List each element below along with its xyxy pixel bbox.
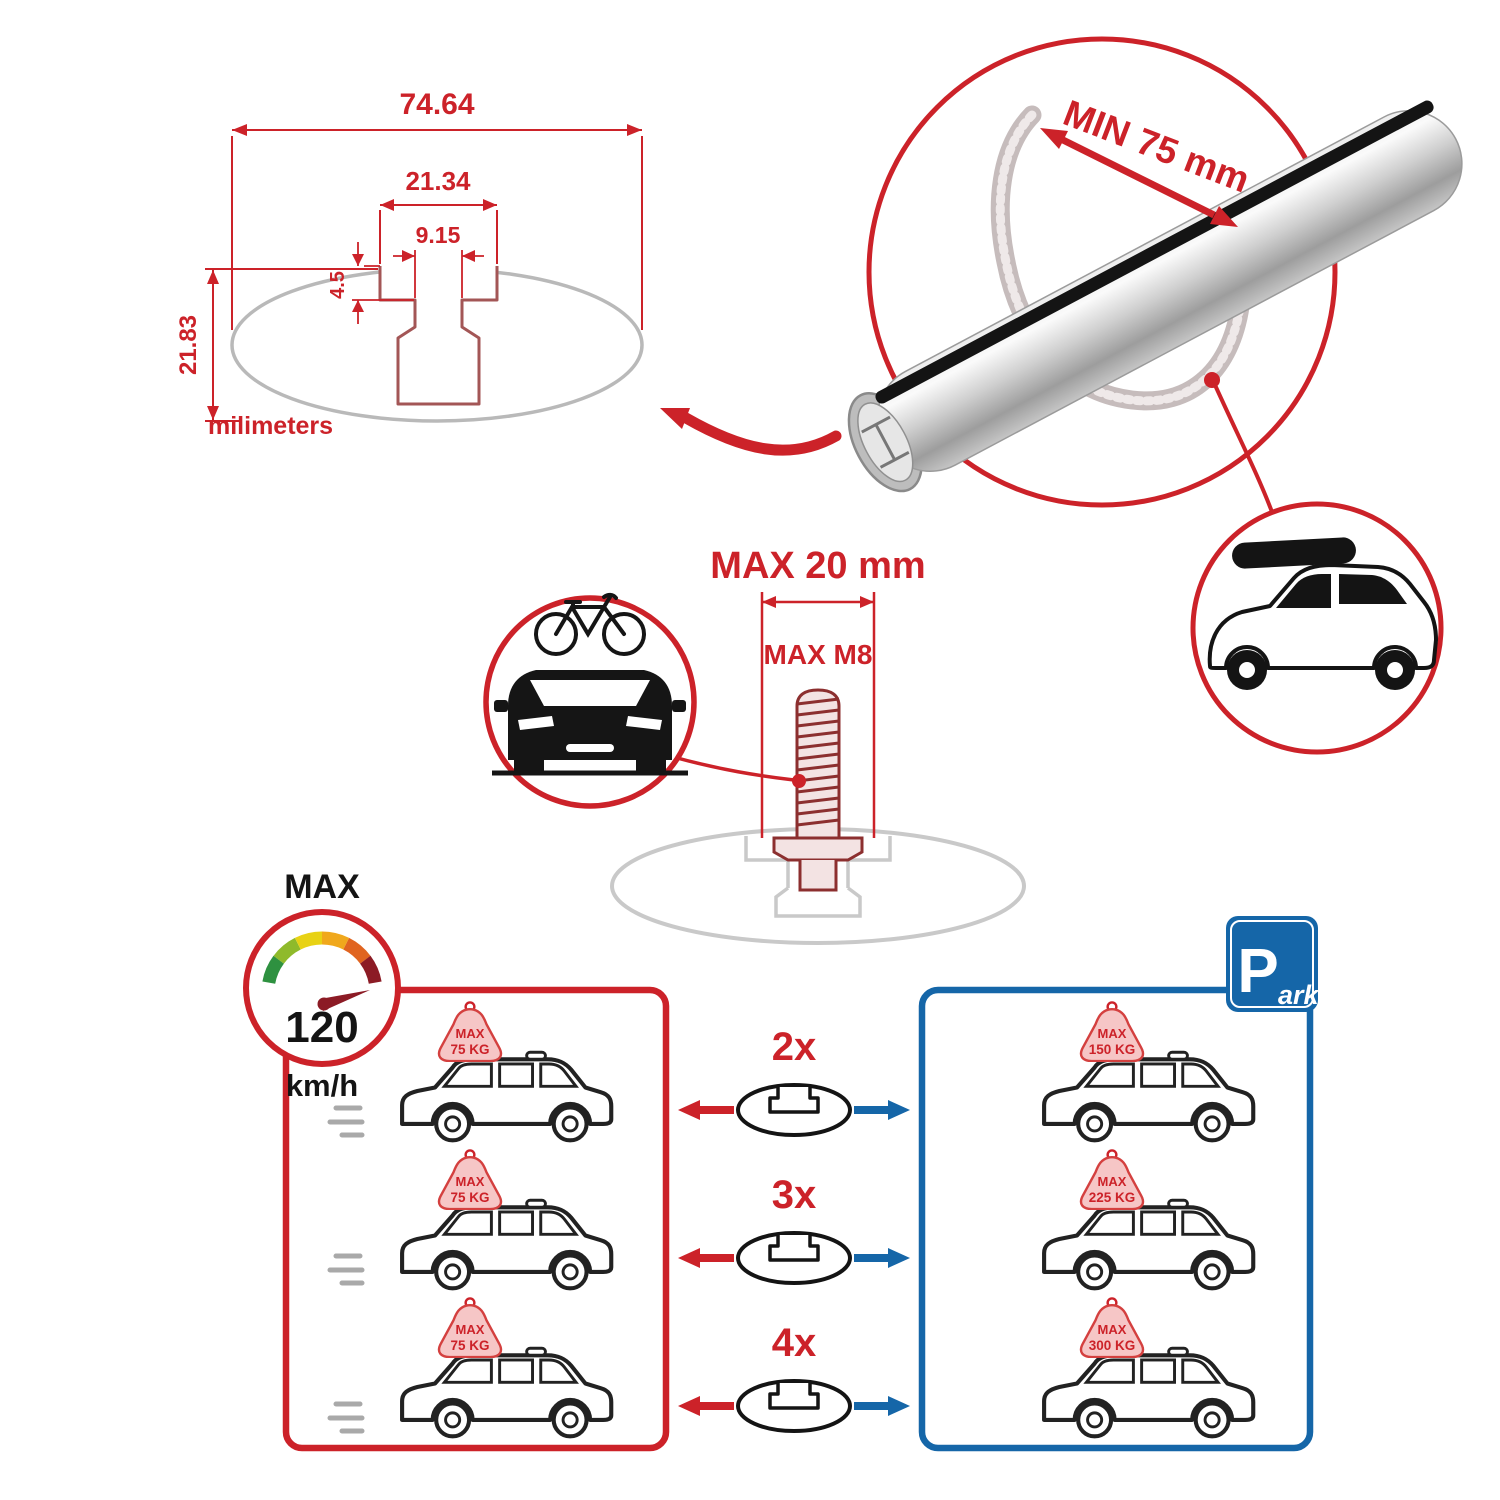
suv-roofbox-icon <box>1190 501 1444 755</box>
t-slot-channel <box>378 266 499 406</box>
callout-line <box>1213 384 1274 513</box>
crossbar-photo-detail: MIN 75 mm <box>847 36 1463 755</box>
car-front-icon <box>483 592 697 809</box>
dimension-slot-inner: 9.15 <box>393 222 484 298</box>
bolt-callout-dot <box>792 774 806 788</box>
profile-dimension-drawing: 74.64 21.34 9.15 4.5 21.83 <box>175 88 842 456</box>
gauge-max-label: MAX <box>284 868 360 906</box>
flag-value: 150 KG <box>1089 1042 1136 1057</box>
t-bolt <box>772 688 864 892</box>
dimension-slot-outer: 21.34 <box>379 166 498 264</box>
aluminum-crossbar <box>847 100 1463 493</box>
flag-value: 75 KG <box>450 1338 489 1353</box>
mount-bolt-detail: MAX 20 mm MAX M8 <box>483 545 1026 945</box>
headlight-right <box>626 716 662 730</box>
zoom-arrow <box>660 408 842 456</box>
callout-dot <box>1204 372 1220 388</box>
windshield <box>530 680 650 706</box>
headlight-left <box>518 716 554 730</box>
gauge-unit: km/h <box>286 1068 358 1103</box>
motion-lines <box>327 1401 365 1434</box>
units-label: milimeters <box>208 412 333 440</box>
dimension-slot-depth: 4.5 <box>327 242 414 324</box>
park-letter: P <box>1237 937 1278 1006</box>
license-plate <box>566 744 614 752</box>
roof-box <box>1232 537 1356 569</box>
flag-label: MAX <box>1098 1322 1127 1337</box>
park-sign-icon: P ark <box>1226 916 1321 1012</box>
crossbar-profile-icon <box>736 1379 852 1433</box>
flag-value: 225 KG <box>1089 1190 1136 1205</box>
flag-value: 300 KG <box>1089 1338 1136 1353</box>
total-width-value: 74.64 <box>399 88 474 121</box>
slot-inner-value: 9.15 <box>416 222 461 248</box>
max-width-label: MAX 20 mm <box>710 545 925 587</box>
comparison-row-3: MAX 75 KG 4x MAX 300 KG <box>327 1297 1253 1436</box>
max-thread-label: MAX M8 <box>764 639 873 670</box>
flag-label: MAX <box>1098 1174 1127 1189</box>
bolt-flange <box>772 836 864 862</box>
rubber-strip <box>875 100 1434 404</box>
park-suffix: ark <box>1278 980 1321 1010</box>
crossbar-profile-icon <box>736 1231 852 1285</box>
bolt-head <box>798 860 838 892</box>
flag-label: MAX <box>456 1174 485 1189</box>
bar-count: 4x <box>772 1321 817 1365</box>
bar-count: 2x <box>772 1025 817 1069</box>
gauge-needle <box>320 990 370 1011</box>
comparison-row-1: MAX 75 KG 2x MAX 150 KG <box>327 1001 1253 1140</box>
bicycle-icon <box>534 592 646 656</box>
dimension-max-width: MAX 20 mm MAX M8 <box>710 545 926 838</box>
slot-depth-value: 4.5 <box>327 271 349 299</box>
bar-count: 3x <box>772 1173 817 1217</box>
speedometer-icon: MAX 120 km/h <box>243 868 401 1103</box>
flag-label: MAX <box>1098 1026 1127 1041</box>
comparison-row-2: MAX 75 KG 3x MAX 225 KG <box>327 1149 1253 1288</box>
flag-label: MAX <box>456 1322 485 1337</box>
crossbar-profile-icon <box>736 1083 852 1137</box>
motion-lines <box>327 1105 365 1138</box>
dimension-total-width: 74.64 <box>231 88 643 330</box>
dimension-total-height: 21.83 <box>175 268 378 422</box>
motion-lines <box>327 1253 365 1286</box>
flag-label: MAX <box>456 1026 485 1041</box>
bolt-threads <box>796 697 840 827</box>
bolt-callout-line <box>669 754 795 782</box>
slot-outer-value: 21.34 <box>405 166 471 196</box>
gauge-value: 120 <box>285 1003 358 1052</box>
flag-value: 75 KG <box>450 1190 489 1205</box>
flag-value: 75 KG <box>450 1042 489 1057</box>
load-comparison: MAX 120 km/h P ark MAX 75 KG <box>243 868 1321 1452</box>
total-height-value: 21.83 <box>175 315 202 375</box>
